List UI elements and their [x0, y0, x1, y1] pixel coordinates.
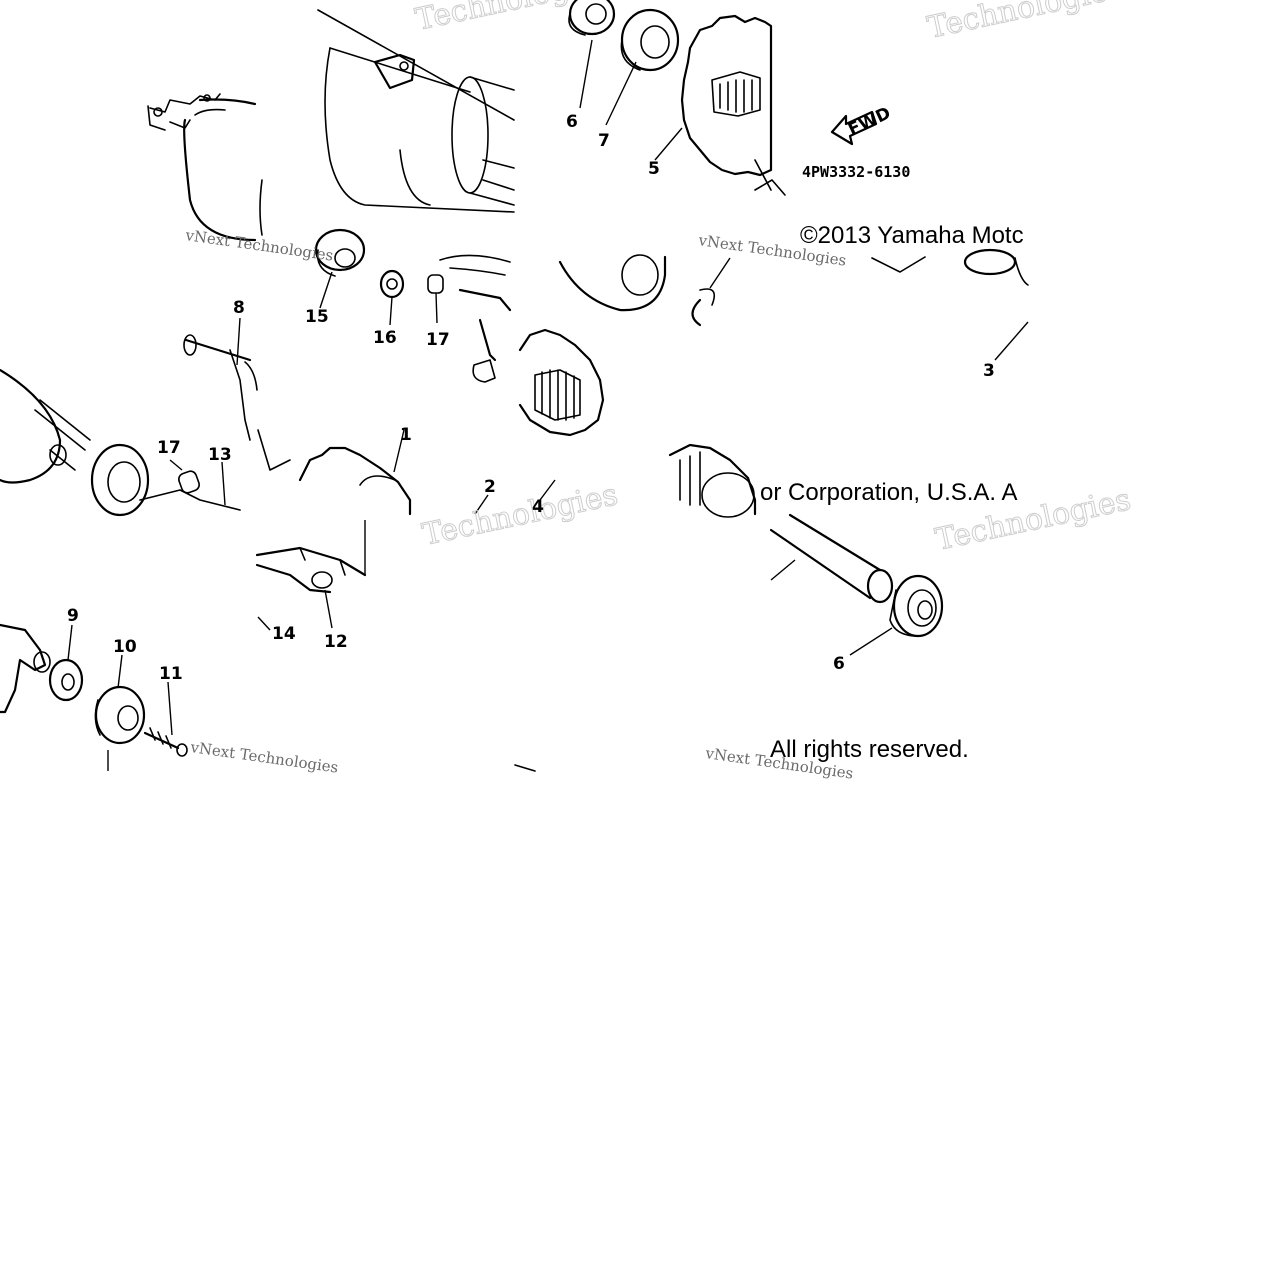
gear-edge: [754, 179, 786, 196]
callout-8: 8: [233, 298, 245, 318]
callout-3: 3: [983, 361, 995, 381]
starter-solenoid-illustration: [147, 93, 257, 242]
callout-9: 9: [67, 606, 79, 626]
gear-cluster-illustration: [518, 254, 757, 518]
callout-15: 15: [305, 307, 329, 327]
copyright-line-1: ©2013 Yamaha Motc: [800, 222, 1024, 249]
fwd-label: FWD: [845, 103, 894, 140]
callout-4: 4: [532, 497, 544, 517]
shaft-bearing-illustration: [769, 513, 944, 656]
solenoid-lever-illustration: [0, 317, 258, 517]
fwd-indicator: FWD: [830, 103, 894, 146]
callout-2: 2: [484, 477, 496, 497]
callout-11: 11: [159, 664, 183, 684]
diagram-part-number: 4PW3332-6130: [802, 163, 910, 181]
bearing-washer-gear-illustration: [568, 0, 773, 191]
callout-labels: 6 7 5 8 15 16 17 17 13 1 2 3 4 9 10 11 1…: [67, 112, 995, 684]
callout-14: 14: [272, 624, 296, 644]
copyright-line-3: All rights reserved.: [770, 736, 969, 763]
callout-13: 13: [208, 445, 232, 465]
callout-6-lower: 6: [833, 654, 845, 674]
callout-17-lower: 17: [157, 438, 181, 458]
watermark-technologies-2: Technologies: [924, 0, 1125, 46]
callout-6: 6: [566, 112, 578, 132]
watermark-vnext-1: vNext Technologies: [183, 226, 334, 265]
fork-washer-bolt-illustration: [0, 623, 188, 771]
copyright-line-2: or Corporation, U.S.A. A: [760, 479, 1017, 506]
callout-17: 17: [426, 330, 450, 350]
watermark-vnext-3: vNext Technologies: [188, 738, 339, 777]
shaft-end-lower-illustration: [514, 764, 536, 772]
watermark-technologies-3: Technologies: [419, 477, 620, 553]
callout-5: 5: [648, 159, 660, 179]
lever-assembly-illustration: [255, 520, 367, 631]
shaft-end-illustration: [871, 248, 1029, 361]
callout-1: 1: [400, 425, 412, 445]
callout-16: 16: [373, 328, 397, 348]
callout-10: 10: [113, 637, 137, 657]
idler-spring-illustration: [257, 228, 512, 516]
callout-7: 7: [598, 131, 610, 151]
callout-12: 12: [324, 632, 348, 652]
starter-motor-illustration: [259, 9, 515, 236]
